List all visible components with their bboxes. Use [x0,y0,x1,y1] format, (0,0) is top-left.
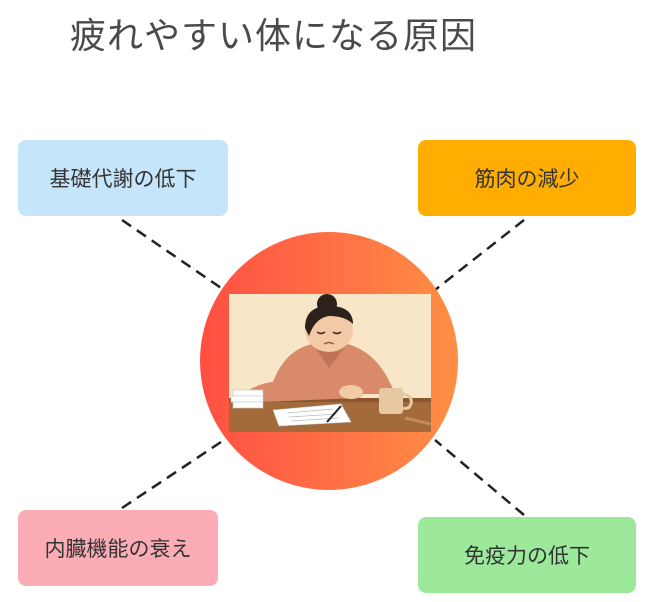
connector-top-left [121,218,225,292]
cause-box-immunity-decline: 免疫力の低下 [418,517,636,593]
cause-label-muscle-loss: 筋肉の減少 [474,167,580,191]
tired-woman-at-desk-icon [229,294,431,432]
tired-woman-illustration [229,294,431,432]
cause-label-immunity-decline: 免疫力の低下 [464,544,590,568]
cause-box-muscle-loss: 筋肉の減少 [418,140,636,216]
cause-label-organ-decline: 内臓機能の衰え [44,537,192,561]
connector-bottom-left [121,438,225,510]
cause-box-basal-metabolism: 基礎代謝の低下 [18,140,228,216]
connector-top-right [434,219,525,291]
cause-label-basal-metabolism: 基礎代謝の低下 [49,167,197,191]
diagram-title: 疲れやすい体になる原因 [70,16,478,57]
connector-bottom-right [434,439,525,516]
cause-box-organ-decline: 内臓機能の衰え [18,510,218,586]
